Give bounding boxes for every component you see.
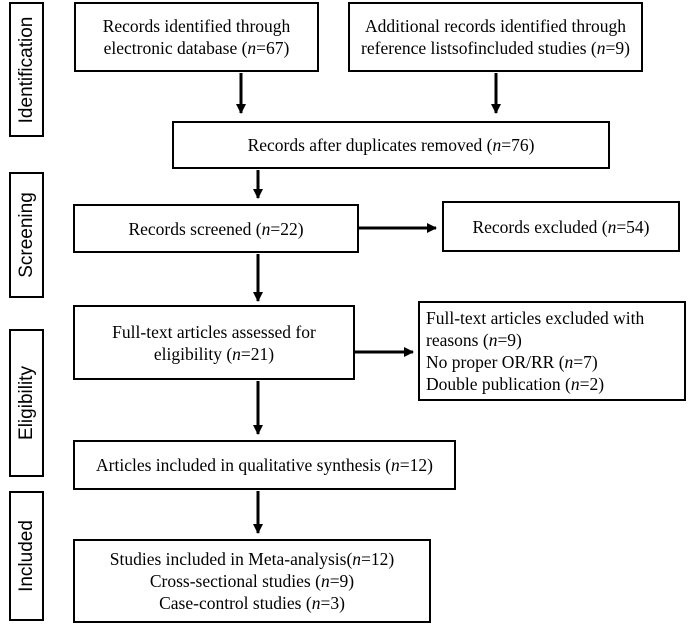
box-line-text: Double publication ( [426, 374, 571, 394]
sample-size-symbol: n [320, 571, 330, 591]
sample-size-value: =67) [256, 38, 290, 58]
sample-size-value: =21) [240, 343, 275, 364]
sample-size-value: =9) [497, 330, 522, 350]
box-line-text: Full-text articles excluded with [426, 308, 645, 328]
sample-size-value: =12) [399, 455, 433, 475]
sample-size-symbol: n [247, 38, 257, 58]
phase-eligibility: Eligibility [9, 329, 44, 477]
box-line: Cross-sectional studies (n=9) [150, 570, 354, 592]
sample-size-value: =76) [501, 135, 535, 155]
box-qualitative-synthesis: Articles included in qualitative synthes… [73, 440, 456, 490]
box-line-text: No proper OR/RR ( [426, 352, 565, 372]
sample-size-value: =22) [270, 218, 304, 239]
sample-size-value: =7) [573, 352, 598, 372]
box-line-text: Full-text articles assessed for [112, 321, 316, 342]
box-line: Case-control studies (n=3) [159, 592, 345, 614]
box-line: Full-text articles excluded with [426, 307, 644, 329]
box-line-text: Studies included in Meta-analysis( [109, 549, 353, 569]
phase-screening: Screening [9, 172, 44, 298]
box-line-text: reasons ( [426, 330, 489, 350]
box-line: reference listsofincluded studies (n=9) [361, 37, 630, 59]
sample-size-symbol: n [391, 455, 400, 475]
box-line-text: Cross-sectional studies ( [149, 571, 321, 591]
sample-size-symbol: n [492, 135, 502, 155]
box-line: Records excluded (n=54) [472, 216, 649, 238]
sample-size-value: =9) [605, 38, 630, 58]
box-line: Studies included in Meta-analysis(n=12) [110, 548, 394, 570]
phase-identification: Identification [9, 2, 44, 137]
box-line-text: Records screened ( [128, 218, 262, 239]
box-line: Full-text articles assessed for [112, 321, 316, 343]
box-line-text: Records identified through [102, 16, 291, 36]
sample-size-symbol: n [570, 374, 580, 394]
sample-size-value: =2) [579, 374, 605, 394]
box-meta-analysis: Studies included in Meta-analysis(n=12)C… [73, 539, 431, 623]
box-line: eligibility (n=21) [154, 343, 274, 365]
box-line: Records screened (n=22) [128, 218, 303, 240]
sample-size-value: =12) [361, 549, 395, 569]
box-line-text: Additional records identified through [365, 16, 626, 36]
box-line: electronic database (n=67) [104, 37, 290, 59]
sample-size-symbol: n [311, 593, 321, 613]
sample-size-symbol: n [596, 38, 606, 58]
box-line-text: Records excluded ( [472, 216, 608, 237]
box-records-screened: Records screened (n=22) [73, 204, 359, 253]
box-duplicates-removed: Records after duplicates removed (n=76) [172, 121, 610, 169]
box-records-excluded: Records excluded (n=54) [442, 201, 680, 252]
sample-size-value: =9) [329, 571, 355, 591]
sample-size-symbol: n [352, 549, 362, 569]
phase-included: Included [9, 491, 44, 621]
box-line-text: Articles included in qualitative synthes… [96, 455, 392, 475]
box-line-text: electronic database ( [103, 38, 248, 58]
box-line: Records after duplicates removed (n=76) [248, 134, 535, 156]
box-line: No proper OR/RR (n=7) [426, 351, 598, 373]
box-line-text: Case-control studies ( [159, 593, 312, 613]
sample-size-value: =54) [616, 216, 650, 237]
sample-size-symbol: n [488, 330, 498, 350]
box-line-text: reference listsofincluded studies ( [361, 38, 597, 58]
box-line-text: Records after duplicates removed ( [247, 135, 493, 155]
sample-size-value: =3) [320, 593, 345, 613]
box-line: Articles included in qualitative synthes… [96, 454, 433, 476]
box-line: reasons (n=9) [426, 329, 522, 351]
sample-size-symbol: n [607, 216, 617, 237]
box-line: Double publication (n=2) [426, 373, 604, 395]
sample-size-symbol: n [564, 352, 574, 372]
box-line: Additional records identified through [365, 15, 626, 37]
sample-size-symbol: n [261, 218, 271, 239]
box-line-text: eligibility ( [153, 343, 233, 364]
sample-size-symbol: n [232, 343, 241, 364]
box-line: Records identified through [103, 15, 291, 37]
